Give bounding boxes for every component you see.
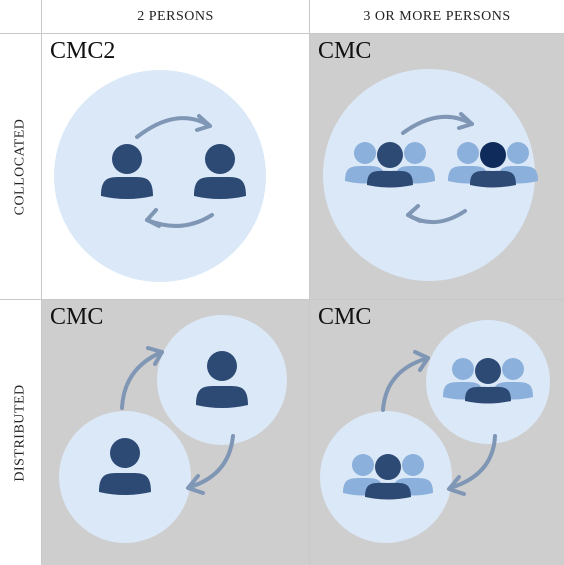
cell-title: CMC (50, 304, 104, 330)
grid-line (0, 33, 564, 34)
arrowhead-icon (145, 208, 161, 228)
group-icon (443, 358, 533, 404)
cell-illustration (323, 69, 538, 281)
grid-line (0, 299, 564, 300)
cell-title: CMC (318, 304, 372, 330)
cell-illustration (320, 320, 550, 543)
grid-line (41, 0, 42, 565)
arrow-up-icon (381, 356, 430, 412)
row-header-distributed: DISTRIBUTED (0, 300, 41, 565)
column-header-group: 3 OR MORE PERSONS (363, 8, 511, 24)
person-icon (101, 144, 153, 199)
row-header-distributed-label: DISTRIBUTED (12, 383, 28, 482)
cell-illustration (54, 70, 266, 282)
row-header-collocated: COLLOCATED (0, 34, 41, 299)
cell-title: CMC2 (50, 38, 116, 64)
arrowhead-icon (186, 474, 205, 495)
cell-title: CMC (318, 38, 372, 64)
arrow-down-icon (188, 434, 235, 489)
group-icon (448, 142, 538, 188)
person-icon (99, 438, 151, 495)
person-icon (194, 144, 246, 199)
cell-collocated-two-persons: CMC2 (42, 34, 309, 299)
row-header-collocated-label: COLLOCATED (12, 118, 28, 215)
arrow-down-icon (448, 434, 497, 490)
grid-line (309, 0, 310, 565)
person-icon (196, 351, 248, 408)
cell-distributed-two-persons: CMC (42, 300, 309, 565)
column-header-two-persons: 2 PERSONS (137, 8, 214, 24)
cell-distributed-group: CMC (310, 300, 564, 565)
arrowhead-icon (447, 475, 466, 496)
arrowhead-icon (413, 350, 430, 372)
cell-illustration (59, 315, 287, 543)
arrow-up-icon (120, 350, 164, 410)
arrowhead-icon (406, 204, 422, 223)
arrowhead-icon (195, 114, 212, 132)
cell-collocated-group: CMC (310, 34, 564, 299)
arrowhead-icon (457, 112, 474, 130)
background-circle (54, 70, 266, 282)
group-icon (345, 142, 435, 188)
arrowhead-icon (146, 346, 164, 366)
group-icon (343, 454, 433, 500)
